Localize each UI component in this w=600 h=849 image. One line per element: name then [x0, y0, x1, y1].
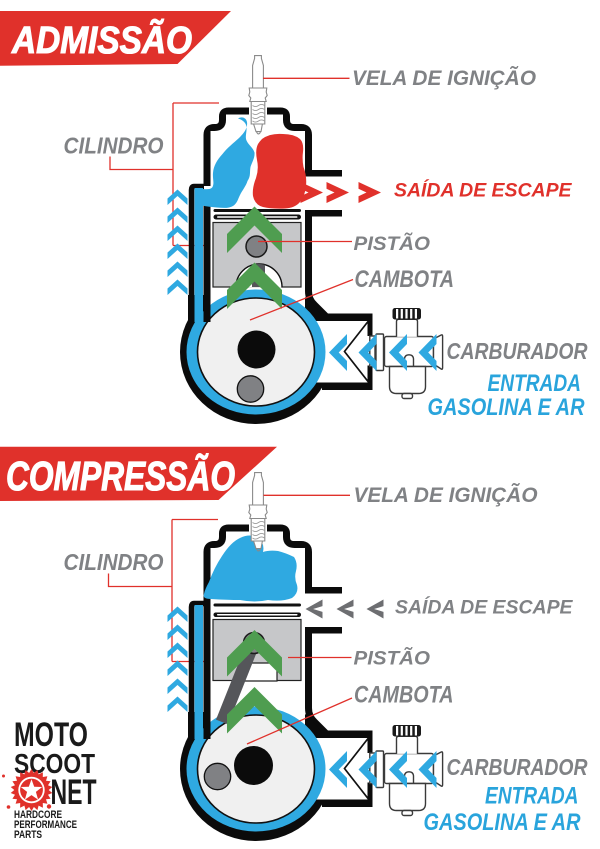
- svg-text:ENTRADA: ENTRADA: [485, 783, 579, 810]
- svg-text:CAMBOTA: CAMBOTA: [355, 266, 455, 293]
- svg-text:CILINDRO: CILINDRO: [64, 133, 164, 159]
- svg-text:PARTS: PARTS: [14, 829, 42, 841]
- svg-text:PERFORMANCE: PERFORMANCE: [14, 819, 77, 831]
- svg-text:MOTO: MOTO: [14, 716, 88, 754]
- svg-text:CARBURADOR: CARBURADOR: [447, 754, 588, 780]
- svg-text:ADMISSÃO: ADMISSÃO: [11, 18, 192, 62]
- svg-text:CARBURADOR: CARBURADOR: [447, 338, 588, 364]
- svg-text:PISTÃO: PISTÃO: [354, 232, 431, 255]
- svg-text:CILINDRO: CILINDRO: [64, 549, 164, 575]
- svg-text:CAMBOTA: CAMBOTA: [354, 682, 454, 709]
- svg-text:VELA DE IGNIÇÃO: VELA DE IGNIÇÃO: [352, 65, 536, 90]
- svg-text:ENTRADA: ENTRADA: [488, 370, 582, 397]
- svg-text:HARDCORE: HARDCORE: [14, 809, 62, 821]
- svg-text:PISTÃO: PISTÃO: [354, 647, 431, 670]
- svg-text:NET: NET: [51, 772, 97, 812]
- svg-text:GASOLINA E AR: GASOLINA E AR: [428, 394, 585, 421]
- svg-text:SAÍDA DE ESCAPE: SAÍDA DE ESCAPE: [394, 179, 572, 202]
- svg-text:VELA DE IGNIÇÃO: VELA DE IGNIÇÃO: [354, 482, 538, 507]
- svg-text:SAÍDA DE ESCAPE: SAÍDA DE ESCAPE: [395, 596, 573, 619]
- svg-text:GASOLINA E AR: GASOLINA E AR: [424, 809, 581, 836]
- svg-text:COMPRESSÃO: COMPRESSÃO: [6, 453, 235, 499]
